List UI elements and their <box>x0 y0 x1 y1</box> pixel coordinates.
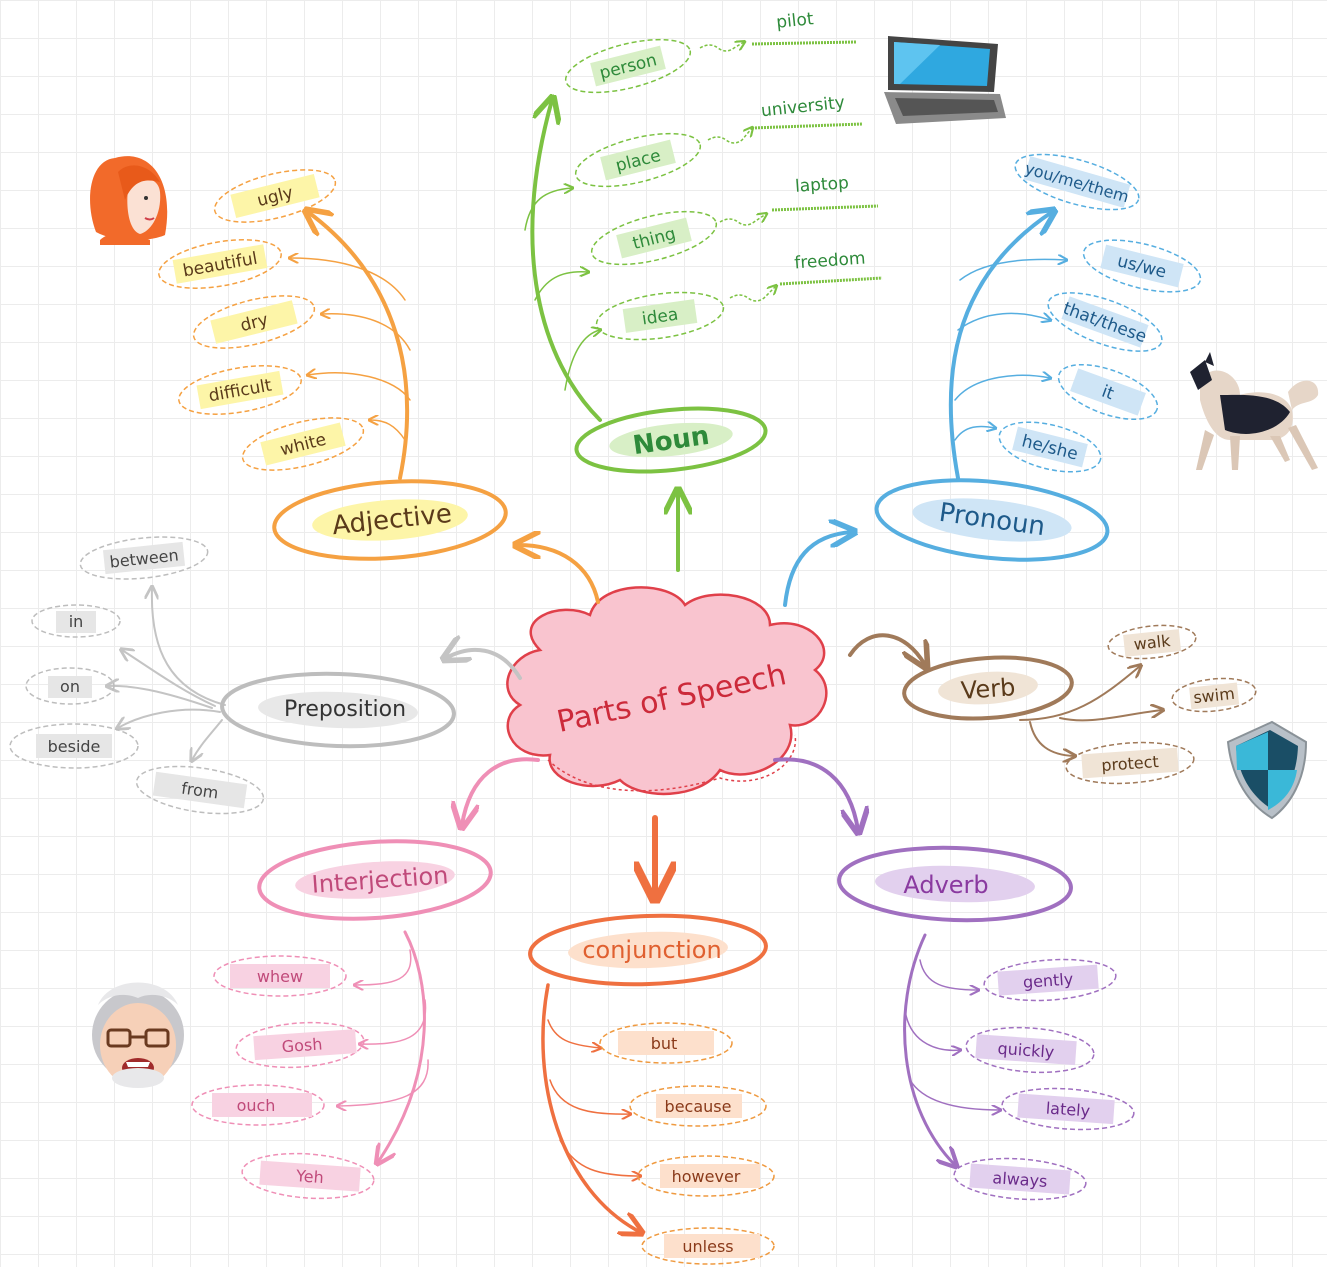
noun-item: idea <box>595 291 725 341</box>
verb-branch: Verb walk swim protect <box>902 624 1257 785</box>
adjective-item: ugly <box>213 169 337 223</box>
preposition-label: Preposition <box>284 697 406 722</box>
preposition-item-label: beside <box>48 737 101 756</box>
noun-example: laptop <box>771 173 879 212</box>
conjunction-item: however <box>637 1155 775 1197</box>
pronoun-branch: Pronoun you/me/them us/we that/these it … <box>874 153 1202 562</box>
interjection-item: Yeh <box>241 1152 375 1200</box>
conjunction-item: because <box>629 1085 767 1127</box>
noun-example: freedom <box>779 249 883 286</box>
noun-item: place <box>574 132 702 188</box>
adjective-item: white <box>241 417 365 471</box>
noun-label: Noun <box>631 421 711 461</box>
dog-icon <box>1190 352 1319 470</box>
pronoun-item: you/me/them <box>1014 153 1140 211</box>
adverb-item: gently <box>983 958 1117 1002</box>
woman-avatar-icon <box>90 156 168 245</box>
interjection-item-label: whew <box>257 967 303 986</box>
verb-item: swim <box>1171 677 1257 713</box>
adjective-label: Adjective <box>331 499 454 541</box>
preposition-item: beside <box>9 723 139 769</box>
conjunction-branch: conjunction but because however unless <box>528 913 775 1265</box>
interjection-item-label: Gosh <box>281 1034 323 1056</box>
noun-example-label: university <box>760 93 846 122</box>
shield-icon <box>1226 720 1308 820</box>
center-node: Parts of Speech <box>506 586 828 796</box>
adjective-item: dry <box>192 295 316 349</box>
conjunction-item-label: but <box>651 1034 678 1053</box>
adverb-item: always <box>953 1157 1087 1201</box>
adverb-label: Adverb <box>903 871 988 899</box>
verb-label: Verb <box>960 673 1016 705</box>
conjunction-item: unless <box>641 1227 775 1265</box>
preposition-branch: Preposition between in on beside from <box>9 536 456 815</box>
noun-example-label: freedom <box>794 249 867 274</box>
verb-item: walk <box>1107 624 1197 660</box>
adjective-item: beautiful <box>158 239 282 289</box>
adverb-item-label: quickly <box>997 1039 1055 1062</box>
conjunction-item-label: because <box>665 1097 732 1116</box>
verb-item-label: protect <box>1101 752 1160 775</box>
conjunction-item-label: however <box>672 1167 741 1186</box>
pronoun-item: he/she <box>998 421 1102 473</box>
laptop-icon <box>884 36 1006 124</box>
adverb-item: lately <box>1001 1087 1135 1131</box>
adjective-item: difficult <box>178 365 302 415</box>
noun-item: person <box>564 38 692 94</box>
adverb-item-label: always <box>992 1168 1048 1191</box>
preposition-item: from <box>135 765 265 815</box>
pronoun-item: us/we <box>1082 239 1202 293</box>
verb-item-label: swim <box>1192 684 1235 707</box>
verb-item: protect <box>1065 741 1195 785</box>
interjection-item-label: ouch <box>237 1096 276 1115</box>
pronoun-item: that/these <box>1047 292 1163 352</box>
interjection-item: whew <box>213 955 347 997</box>
interjection-item: Gosh <box>235 1021 365 1069</box>
conjunction-item-label: unless <box>682 1237 733 1256</box>
pronoun-item: it <box>1057 363 1159 421</box>
noun-example-label: pilot <box>775 9 815 33</box>
noun-example: university <box>751 93 863 130</box>
interjection-branch: Interjection whew Gosh ouch Yeh <box>191 839 493 1200</box>
noun-example-label: laptop <box>794 173 849 197</box>
preposition-item: between <box>79 536 209 580</box>
preposition-item: on <box>25 667 115 705</box>
interjection-label: Interjection <box>311 861 450 898</box>
preposition-item-label: in <box>69 612 84 631</box>
preposition-item: in <box>31 604 121 638</box>
adjective-branch: Adjective ugly beautiful dry difficult w… <box>158 169 508 561</box>
preposition-item-label: on <box>60 677 80 696</box>
conjunction-item: but <box>599 1022 733 1064</box>
interjection-item-label: Yeh <box>295 1166 325 1187</box>
adverb-branch: Adverb gently quickly lately always <box>837 845 1135 1201</box>
old-man-avatar-icon <box>92 982 184 1088</box>
adverb-item-label: gently <box>1022 969 1074 991</box>
preposition-item-label: from <box>180 778 220 802</box>
verb-item-label: walk <box>1133 631 1172 654</box>
adverb-item-label: lately <box>1045 1098 1090 1120</box>
interjection-item: ouch <box>191 1084 325 1126</box>
noun-example: pilot <box>751 9 857 46</box>
adverb-item: quickly <box>965 1026 1095 1074</box>
conjunction-label: conjunction <box>582 936 721 964</box>
noun-item: thing <box>590 210 718 266</box>
noun-branch: Noun person place thing idea <box>524 9 883 474</box>
